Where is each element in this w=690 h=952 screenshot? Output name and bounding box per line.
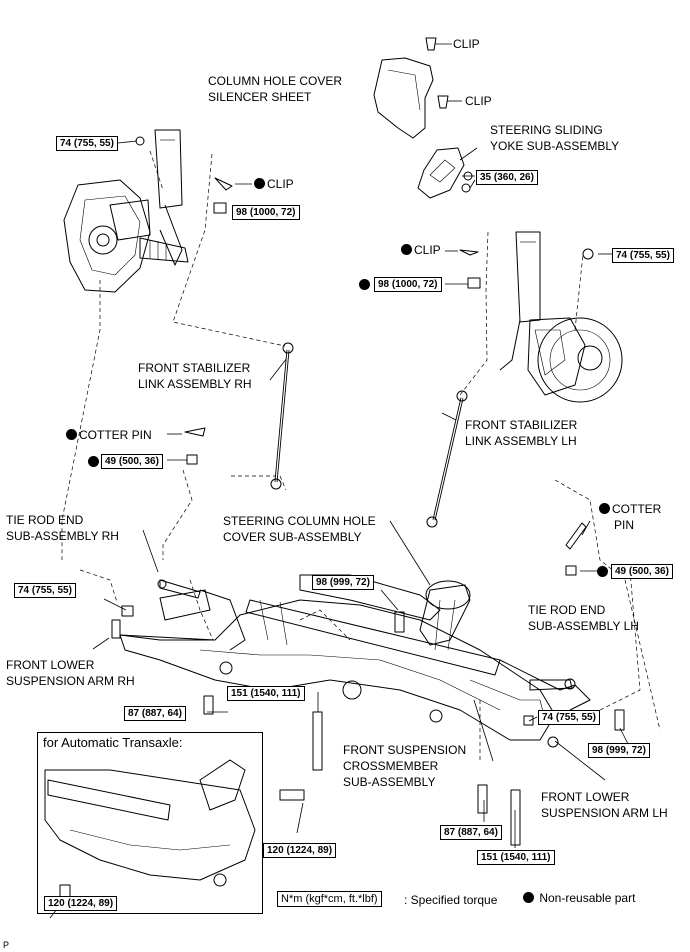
torque-74-rh-top: 74 (755, 55): [56, 136, 118, 151]
torque-98-999-top: 98 (999, 72): [312, 575, 374, 590]
automatic-transaxle-inset: [37, 732, 263, 914]
cotter-pin-rh-label: COTTER PIN: [66, 428, 152, 442]
clip-top-label: CLIP: [453, 37, 480, 51]
front-lower-arm-rh-label-line2: SUSPENSION ARM RH: [6, 674, 135, 688]
tie-rod-end-lh: [529, 679, 573, 691]
front-lower-arm-lh-label-line1: FRONT LOWER: [541, 790, 630, 804]
non-reusable-dot-icon: [359, 279, 370, 290]
torque-120-main: 120 (1224, 89): [263, 843, 337, 858]
non-reusable-dot-icon: [401, 244, 412, 255]
torque-49-rh: 49 (500, 36): [101, 454, 163, 469]
lh-knuckle-assembly: [499, 231, 623, 403]
sliding-yoke: [417, 147, 465, 199]
steering-sliding-yoke-label-line1: STEERING SLIDING: [490, 123, 603, 137]
crossmember-rack: [119, 574, 591, 741]
stabilizer-link-lh-label-line1: FRONT STABILIZER: [465, 418, 578, 432]
torque-151-left: 151 (1540, 111): [227, 686, 305, 701]
crossmember-label-line1: FRONT SUSPENSION: [343, 743, 467, 757]
torque-87-left: 87 (887, 64): [124, 706, 186, 721]
tie-rod-end-lh-label-line1: TIE ROD END: [528, 603, 606, 617]
torque-74-lh-top: 74 (755, 55): [612, 248, 674, 263]
legend-specified-torque: : Specified torque: [404, 893, 498, 907]
crossmember-label-line3: SUB-ASSEMBLY: [343, 775, 436, 789]
legend-torque-unit: N*m (kgf*cm, ft.*lbf): [277, 891, 382, 907]
torque-74-lh-low: 74 (755, 55): [538, 710, 600, 725]
bolts: [121, 605, 625, 846]
legend-non-reusable: Non-reusable part: [523, 891, 635, 905]
clip-lh-label: CLIP: [401, 243, 441, 257]
steering-column-hole-cover-label-line1: STEERING COLUMN HOLE: [223, 514, 376, 528]
non-reusable-dot-icon: [599, 503, 610, 514]
rh-knuckle-assembly: [63, 129, 189, 293]
front-lower-arm-lh-label-line2: SUSPENSION ARM LH: [541, 806, 668, 820]
torque-151-right: 151 (1540, 111): [477, 850, 555, 865]
torque-35: 35 (360, 26): [476, 170, 538, 185]
torque-120-inset: 120 (1224, 89): [44, 896, 118, 911]
figure-code: P: [3, 940, 10, 950]
cotter-pin-lh-label-line2: PIN: [614, 518, 635, 532]
torque-87-right: 87 (887, 64): [440, 825, 502, 840]
front-lower-arm-rh-label-line1: FRONT LOWER: [6, 658, 95, 672]
inset-title: for Automatic Transaxle:: [43, 735, 183, 750]
non-reusable-dot-icon: [597, 566, 608, 577]
tie-rod-end-rh-label-line2: SUB-ASSEMBLY RH: [6, 529, 119, 543]
tie-rod-end-rh: [159, 579, 201, 599]
torque-98-rh: 98 (1000, 72): [232, 205, 300, 220]
stabilizer-link-lh: [426, 390, 468, 528]
stabilizer-link-rh: [270, 342, 294, 490]
tie-rod-end-lh-label-line2: SUB-ASSEMBLY LH: [528, 619, 639, 633]
steering-sliding-yoke-label-line2: YOKE SUB-ASSEMBLY: [490, 139, 620, 153]
stabilizer-link-lh-label-line2: LINK ASSEMBLY LH: [465, 434, 577, 448]
alignment-dashes: [61, 150, 661, 760]
stabilizer-link-rh-label-line2: LINK ASSEMBLY RH: [138, 377, 252, 391]
non-reusable-dot-icon: [254, 178, 265, 189]
tie-rod-end-rh-label-line1: TIE ROD END: [6, 513, 84, 527]
torque-74-rh-low: 74 (755, 55): [14, 583, 76, 598]
clip-rh-label: CLIP: [254, 177, 294, 191]
column-hole-cover-silencer-label-line1: COLUMN HOLE COVER: [208, 74, 343, 88]
crossmember-label-line2: CROSSMEMBER: [343, 759, 439, 773]
non-reusable-dot-icon: [66, 429, 77, 440]
stabilizer-link-rh-label-line1: FRONT STABILIZER: [138, 361, 251, 375]
cotter-pin-lh-label-line1: COTTER: [599, 502, 661, 516]
silencer-sheet: [373, 57, 434, 139]
torque-98-lh: 98 (1000, 72): [374, 277, 442, 292]
steering-column-hole-cover-label-line2: COVER SUB-ASSEMBLY: [223, 530, 362, 544]
torque-49-lh: 49 (500, 36): [611, 564, 673, 579]
non-reusable-dot-icon: [523, 892, 534, 903]
clip-mid-label: CLIP: [465, 94, 492, 108]
non-reusable-dot-icon: [88, 456, 99, 467]
column-hole-cover-silencer-label-line2: SILENCER SHEET: [208, 90, 312, 104]
torque-98-999-low: 98 (999, 72): [588, 743, 650, 758]
